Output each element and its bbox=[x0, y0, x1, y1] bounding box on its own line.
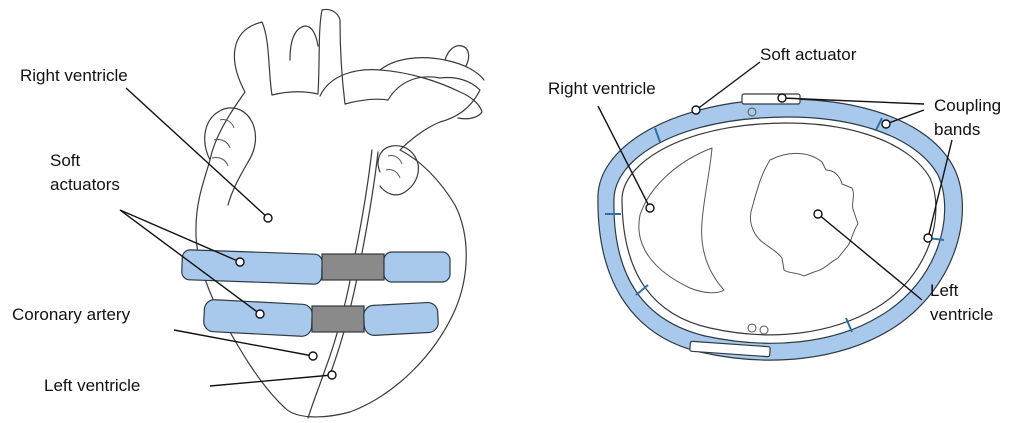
actuator-ring bbox=[598, 99, 962, 360]
label-coronary-artery: Coronary artery bbox=[12, 304, 130, 325]
label-soft-actuator: Soft actuator bbox=[760, 44, 856, 65]
myocardium-outline bbox=[622, 123, 936, 335]
heart-front-view bbox=[182, 9, 484, 418]
vessel-dot-3 bbox=[760, 326, 768, 334]
label-left-ventricle-line1: Left bbox=[930, 280, 958, 301]
label-coupling-bands-line2: bands bbox=[934, 119, 980, 140]
left-ventricle-cavity bbox=[750, 153, 858, 276]
heart-outline bbox=[196, 9, 480, 416]
coupling-band-lower bbox=[312, 306, 364, 332]
coupling-band-upper bbox=[322, 254, 384, 280]
label-left-ventricle-left: Left ventricle bbox=[44, 375, 140, 396]
left-leaders bbox=[120, 88, 336, 386]
right-ventricle-cavity bbox=[639, 148, 724, 293]
cross-section-view bbox=[598, 94, 962, 360]
vessel-dot-2 bbox=[748, 324, 756, 332]
label-soft-actuators-line1: Soft bbox=[50, 150, 80, 171]
label-left-ventricle-line2: ventricle bbox=[930, 304, 993, 325]
left-atrial-appendage bbox=[378, 146, 418, 195]
coupling-bands bbox=[690, 94, 800, 357]
actuator-upper-right bbox=[384, 252, 450, 282]
appendage-ridges bbox=[386, 155, 402, 178]
label-right-ventricle-right: Right ventricle bbox=[548, 78, 656, 99]
coronary-artery-path bbox=[308, 150, 372, 418]
label-coupling-bands-line1: Coupling bbox=[934, 95, 1001, 116]
actuator-upper-left bbox=[182, 250, 323, 285]
actuator-lower-right bbox=[363, 302, 438, 336]
label-right-ventricle-left: Right ventricle bbox=[20, 65, 128, 86]
label-soft-actuators-line2: actuators bbox=[50, 174, 120, 195]
